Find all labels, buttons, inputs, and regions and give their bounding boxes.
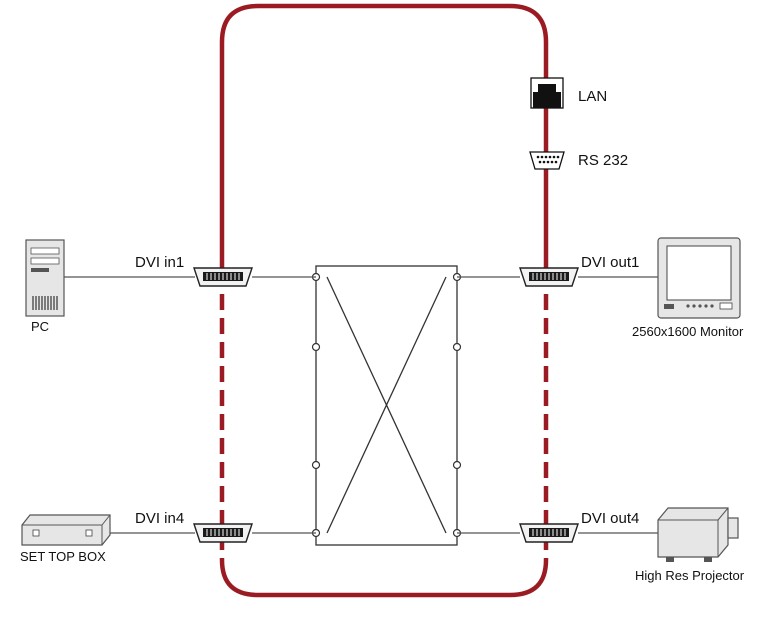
dvi-out1-connector [519,267,579,287]
monitor-label: 2560x1600 Monitor [632,324,744,339]
dvi-in4-connector [193,523,253,543]
serial-port-icon [529,151,565,170]
dvi-out4-connector [519,523,579,543]
dvi-out4-label: DVI out4 [581,510,640,527]
monitor-icon [657,237,741,319]
projector-label: High Res Projector [635,568,745,583]
rs232-label: RS 232 [578,152,629,169]
set-top-box-label: SET TOP BOX [20,549,106,564]
signal-lines [64,276,658,534]
enclosure-solid-top [219,3,549,270]
dvi-in1-connector [193,267,253,287]
pc-tower-icon [25,239,65,317]
lan-port-icon [530,77,564,109]
crossbar-matrix [315,265,458,546]
pc-label: PC [31,319,50,334]
lan-label: LAN [578,88,608,105]
crossbar-path-in4-out1 [326,276,447,534]
dvi-out1-label: DVI out1 [581,254,640,271]
set-top-box-icon [21,514,111,546]
dvi-in1-label: DVI in1 [135,254,185,271]
projector-icon [657,507,739,562]
dvi-in4-label: DVI in4 [135,510,185,527]
enclosure-solid-bottom [219,559,549,598]
